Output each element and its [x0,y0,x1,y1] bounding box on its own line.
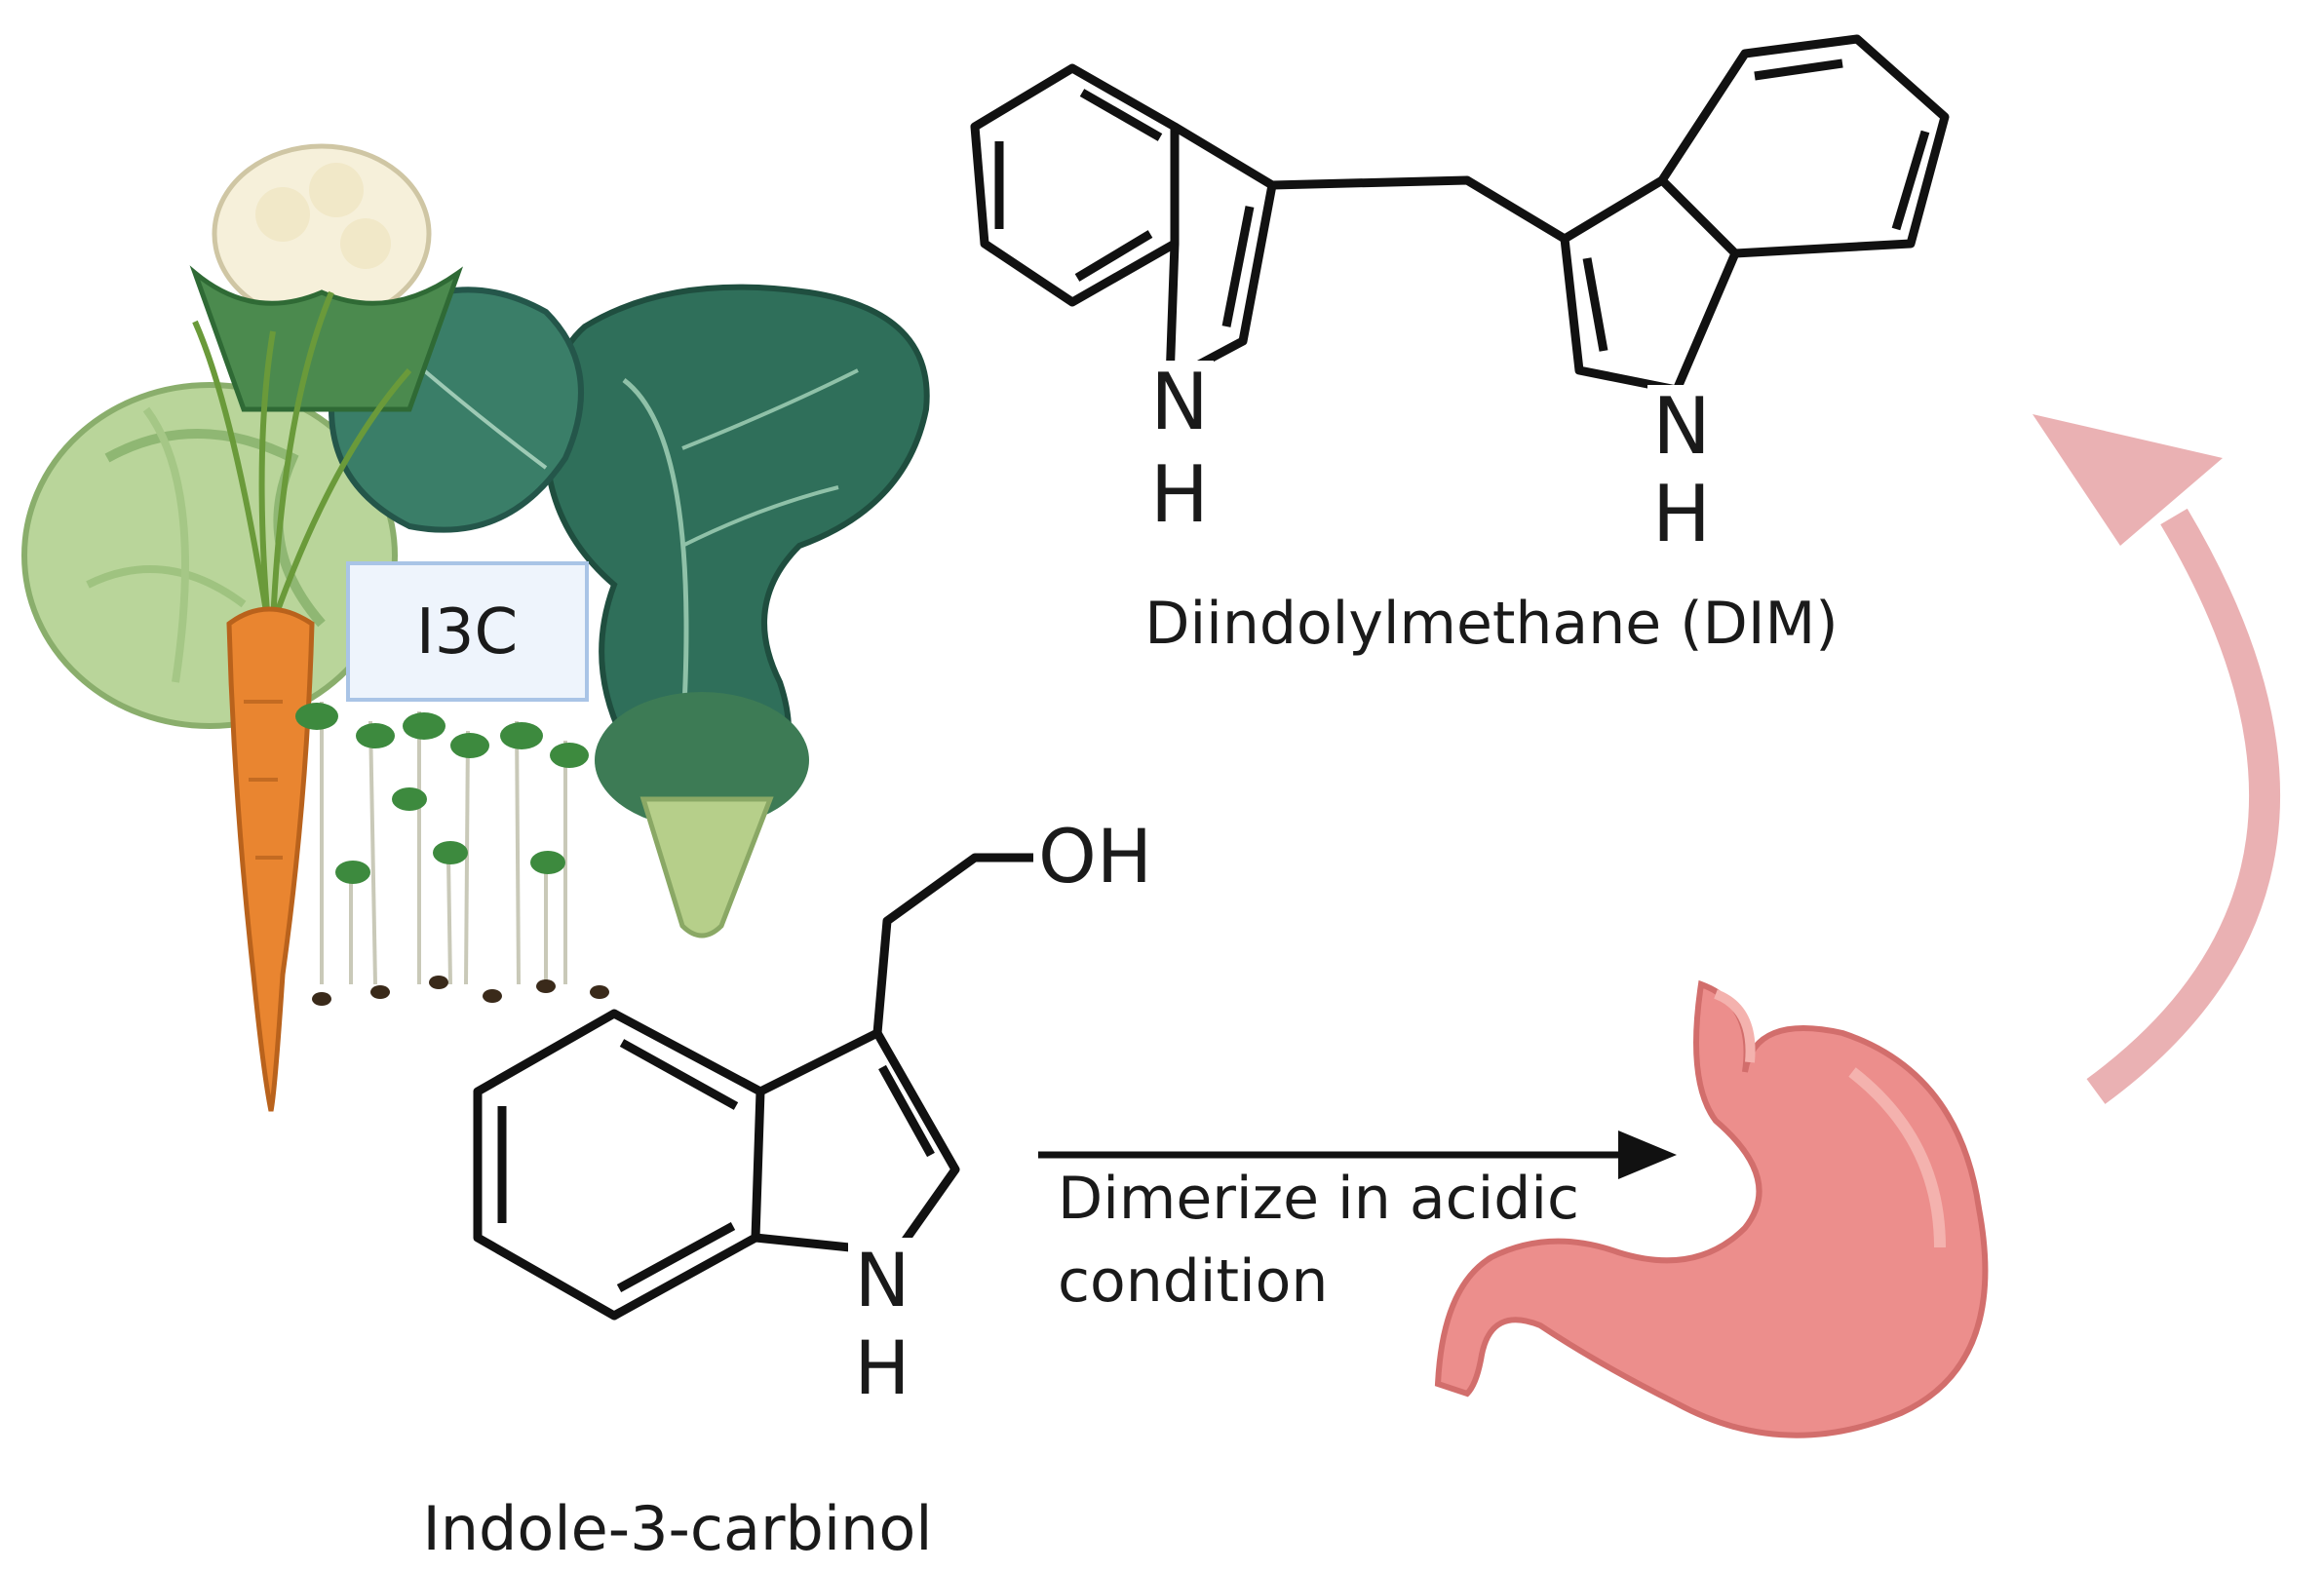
i3c-box-text: I3C [416,596,518,669]
broccoli-head-icon [595,692,809,939]
reaction-condition-line2: condition [1058,1247,1328,1316]
dim-atom-labels: N H N H [1145,357,1716,559]
microgreens-icon [295,702,609,1006]
dim-right-h: H [1652,469,1711,559]
i3c-caption: Indole-3-carbinol [422,1493,932,1564]
carrot-greens-icon [192,290,412,625]
vegetable-cluster-illustration: I3C [21,143,930,1112]
dim-right-n: N [1652,381,1711,472]
i3c-structure [473,853,1033,1321]
stomach-illustration [1434,979,1989,1438]
dim-structure [970,34,1950,395]
cauliflower-icon [189,143,464,412]
dim-left-n: N [1150,357,1209,447]
dim-caption: Diindolylmethane (DIM) [1144,590,1838,658]
dim-left-h: H [1150,449,1209,540]
i3c-h: H [854,1324,910,1411]
i3c-oh: OH [1038,813,1152,900]
reaction-condition-line1: Dimerize in acidic [1058,1165,1579,1233]
i3c-n: N [855,1237,910,1323]
reaction-arrow [1038,1130,1677,1179]
i3c-label-box: I3C [346,561,589,702]
cycle-arrow [2033,414,2281,1104]
carrot-icon [226,606,315,1112]
i3c-atom-labels: OH N H [848,813,1152,1411]
